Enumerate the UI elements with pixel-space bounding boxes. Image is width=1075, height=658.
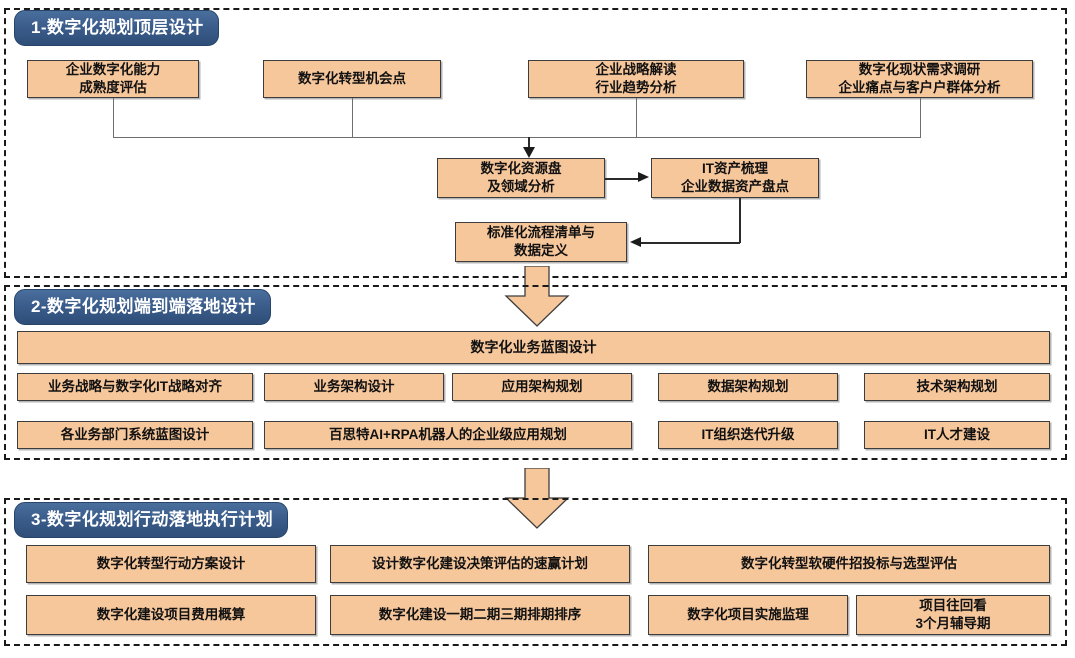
- section-3-title-banner: 3-数字化规划行动落地执行计划: [14, 502, 289, 538]
- box-project-implementation-supervision[interactable]: 数字化项目实施监理: [648, 595, 848, 635]
- section-3-container: [4, 498, 1067, 646]
- box-quick-win-plan-decision-assessment[interactable]: 设计数字化建设决策评估的速赢计划: [330, 545, 630, 583]
- connector-stub-2: [352, 98, 353, 137]
- box-project-retrospective-coaching[interactable]: 项目往回看 3个月辅导期: [856, 595, 1050, 635]
- box-business-architecture-design[interactable]: 业务架构设计: [264, 373, 444, 401]
- arrowhead-left-icon: [630, 237, 641, 247]
- box-digital-status-demand-research[interactable]: 数字化现状需求调研 企业痛点与客户户群体分析: [806, 60, 1033, 98]
- connector-stub-3: [636, 98, 637, 137]
- box-standard-process-list-data-definition[interactable]: 标准化流程清单与 数据定义: [455, 222, 627, 262]
- section-2-container: [4, 285, 1067, 460]
- connector-it-asset-left: [641, 242, 740, 244]
- box-digital-transformation-opportunities[interactable]: 数字化转型机会点: [263, 60, 441, 98]
- arrowhead-down-icon: [523, 147, 535, 158]
- box-department-system-blueprint[interactable]: 各业务部门系统蓝图设计: [17, 421, 253, 449]
- box-enterprise-strategy-industry-trend[interactable]: 企业战略解读 行业趋势分析: [528, 60, 744, 98]
- box-digital-resource-inventory[interactable]: 数字化资源盘 及领域分析: [437, 158, 605, 198]
- box-business-strategy-it-alignment[interactable]: 业务战略与数字化IT战略对齐: [17, 373, 253, 401]
- connector-down-to-resource-box: [528, 137, 530, 155]
- arrowhead-right-icon: [638, 172, 649, 182]
- section-2-title-banner: 2-数字化规划端到端落地设计: [14, 289, 271, 325]
- connector-stub-1: [113, 98, 114, 137]
- box-it-asset-data-inventory[interactable]: IT资产梳理 企业数据资产盘点: [651, 158, 819, 198]
- box-digital-business-blueprint-design[interactable]: 数字化业务蓝图设计: [17, 331, 1050, 364]
- connector-resource-to-it-asset: [605, 178, 639, 180]
- block-arrow-section1-to-section2: [504, 266, 570, 327]
- box-project-cost-estimate[interactable]: 数字化建设项目费用概算: [26, 595, 316, 635]
- connector-it-asset-down: [739, 198, 741, 243]
- connector-bus-horizontal: [113, 137, 921, 138]
- section-1-title-banner: 1-数字化规划顶层设计: [14, 10, 219, 46]
- box-technology-architecture-plan[interactable]: 技术架构规划: [864, 373, 1050, 401]
- box-application-architecture-plan[interactable]: 应用架构规划: [452, 373, 632, 401]
- box-bestar-ai-rpa-enterprise-application-plan[interactable]: 百思特AI+RPA机器人的企业级应用规划: [264, 421, 632, 449]
- box-it-organization-iteration-upgrade[interactable]: IT组织迭代升级: [658, 421, 838, 449]
- box-software-hardware-bidding-selection[interactable]: 数字化转型软硬件招投标与选型评估: [648, 545, 1050, 583]
- box-phase-scheduling-sequencing[interactable]: 数字化建设一期二期三期排期排序: [330, 595, 630, 635]
- box-it-talent-development[interactable]: IT人才建设: [864, 421, 1050, 449]
- box-transformation-action-plan-design[interactable]: 数字化转型行动方案设计: [26, 545, 316, 583]
- connector-stub-4: [920, 98, 921, 137]
- box-enterprise-digital-capability-maturity[interactable]: 企业数字化能力 成熟度评估: [27, 60, 199, 98]
- box-data-architecture-plan[interactable]: 数据架构规划: [658, 373, 838, 401]
